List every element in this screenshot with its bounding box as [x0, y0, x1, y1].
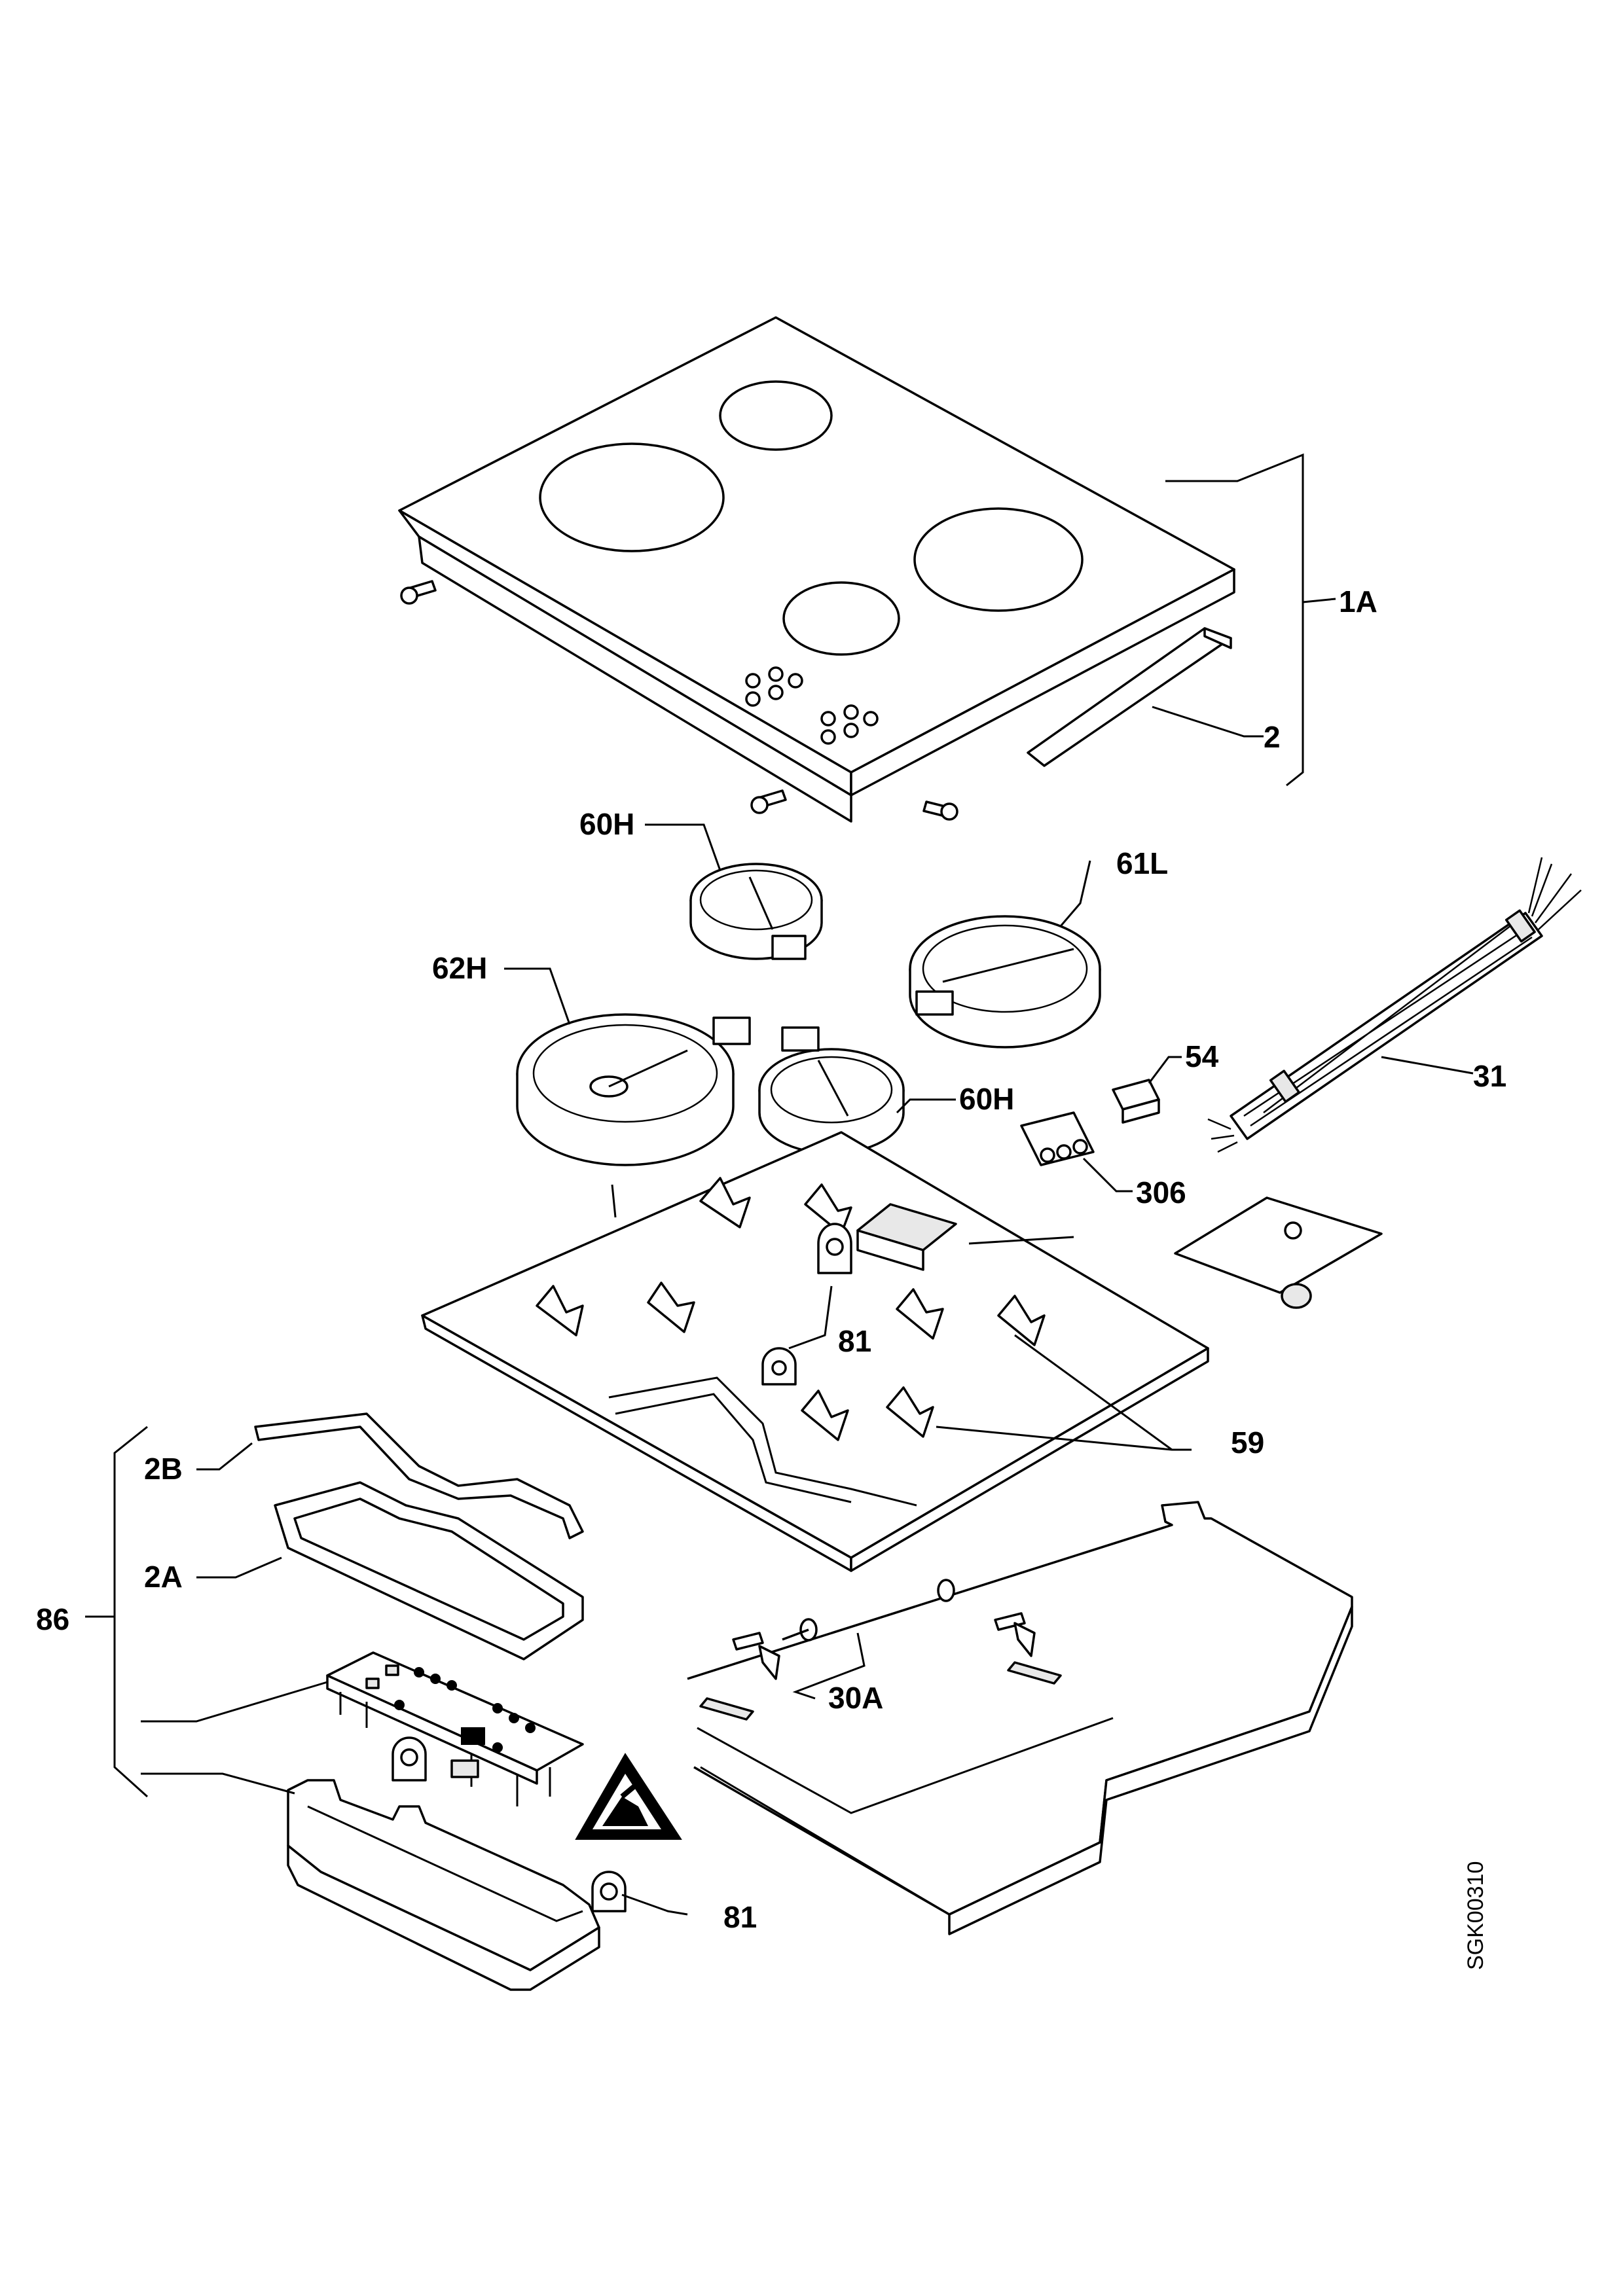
part-306-terminal	[1020, 1111, 1095, 1166]
label-61L: 61L	[1116, 846, 1168, 880]
label-2A: 2A	[144, 1560, 183, 1594]
control-board-pcb	[326, 1651, 584, 1806]
label-86: 86	[36, 1602, 69, 1636]
label-59: 59	[1231, 1426, 1264, 1460]
label-81-cover: 81	[723, 1900, 757, 1934]
label-306: 306	[1136, 1175, 1186, 1210]
label-1A: 1A	[1339, 584, 1377, 619]
heating-element-60H-rear	[689, 863, 823, 960]
part-54	[1112, 1079, 1160, 1124]
label-30A: 30A	[828, 1681, 883, 1715]
seal-frame-2A	[274, 1481, 584, 1660]
supply-cable-31	[1207, 857, 1582, 1153]
label-81-tray: 81	[838, 1324, 871, 1358]
bushing-81-cover	[591, 1871, 627, 1912]
lower-housing	[687, 1501, 1353, 1935]
clamp-plate	[1174, 1196, 1383, 1309]
label-60H-front: 60H	[959, 1082, 1014, 1116]
seal-2B	[254, 1412, 584, 1539]
drawing-code: SGK00310	[1463, 1861, 1488, 1970]
cooking-zone-large-left	[539, 442, 725, 552]
control-housing-cover	[287, 1736, 600, 1991]
bushing-81-tray	[761, 1223, 852, 1386]
cooking-zone-small-rear	[719, 380, 833, 451]
fixing-screws-top	[400, 580, 958, 821]
base-tray	[421, 1131, 1209, 1572]
label-31: 31	[1473, 1059, 1506, 1093]
bracket-86	[113, 1426, 149, 1798]
control-touch-keys	[745, 666, 879, 745]
label-2: 2	[1264, 720, 1281, 754]
heating-element-60H-front	[758, 1026, 905, 1155]
cooking-zone-large-right	[913, 507, 1084, 612]
support-brackets-59	[536, 1177, 1046, 1441]
heating-element-62H	[516, 1013, 751, 1166]
bracket-1A	[1165, 453, 1304, 787]
cooking-zone-small-front	[782, 581, 900, 656]
label-60H-rear: 60H	[579, 807, 634, 841]
label-62H: 62H	[432, 951, 487, 985]
heating-element-61L	[909, 915, 1101, 1049]
seal-strip-2	[1027, 627, 1232, 767]
hob-top-glass	[398, 316, 1235, 823]
fixing-clips-30A	[732, 1579, 1036, 1680]
esd-warning-symbol	[575, 1753, 682, 1840]
label-2B: 2B	[144, 1452, 183, 1486]
label-54: 54	[1185, 1039, 1219, 1073]
